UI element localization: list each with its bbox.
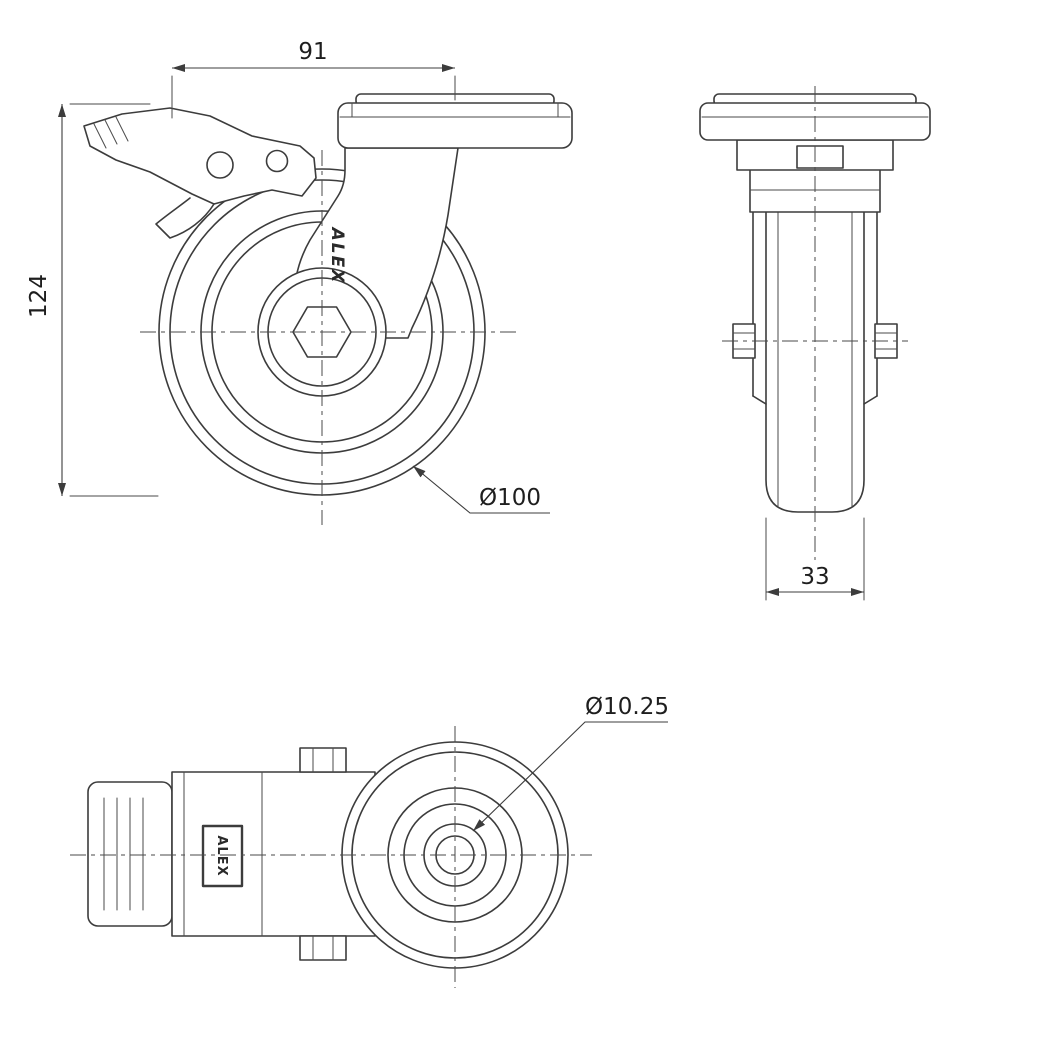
dimension-wheel-diameter: Ø100 bbox=[412, 465, 550, 514]
brake-lever bbox=[83, 107, 317, 239]
dimension-top-width: 91 bbox=[171, 39, 456, 119]
dim-text-91: 91 bbox=[298, 39, 327, 65]
mounting-bolt-top bbox=[299, 747, 347, 773]
dimension-wheel-width: 33 bbox=[765, 517, 865, 601]
mounting-bolt-bottom bbox=[299, 935, 347, 961]
lever-pin-hole bbox=[265, 149, 289, 173]
dim-text-wheel-diameter: Ø100 bbox=[479, 485, 541, 511]
centerlines-top bbox=[70, 726, 592, 988]
lever-pivot-hole bbox=[206, 151, 234, 179]
mounting-plate-front bbox=[337, 93, 573, 149]
brand-label-top: ALEX bbox=[214, 835, 229, 876]
brake-pedal-top bbox=[87, 781, 173, 927]
front-view: ALEX bbox=[26, 39, 573, 525]
dim-text-124: 124 bbox=[26, 274, 52, 318]
side-view: 33 bbox=[699, 86, 931, 601]
brand-label-front: ALEX bbox=[327, 226, 347, 285]
fork-legs-side bbox=[752, 211, 878, 405]
top-view: ALEX Ø10.25 bbox=[70, 694, 669, 988]
brake-cam-hook bbox=[155, 197, 215, 239]
dim-text-bolt-hole: Ø10.25 bbox=[585, 694, 669, 720]
centerlines-front bbox=[140, 150, 520, 525]
lever-grip-ridges bbox=[93, 116, 129, 149]
dimension-overall-height: 124 bbox=[26, 103, 159, 497]
dim-text-33: 33 bbox=[800, 564, 829, 590]
brand-badge-top: ALEX bbox=[201, 824, 244, 888]
dimension-bolt-hole: Ø10.25 bbox=[472, 694, 669, 832]
centerlines-side bbox=[722, 86, 908, 560]
